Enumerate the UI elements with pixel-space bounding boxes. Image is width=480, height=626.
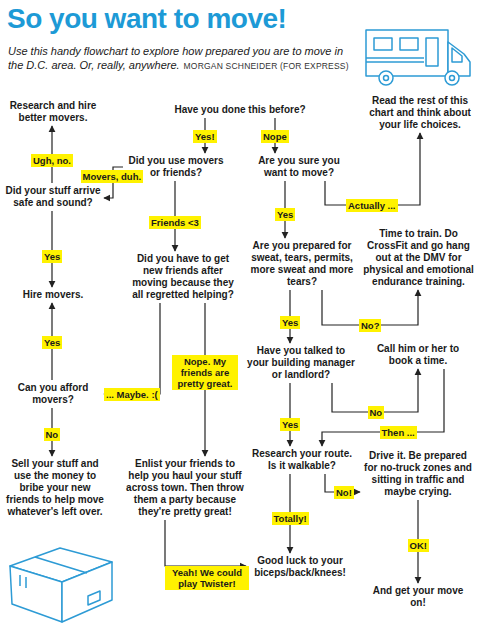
flow-step: Good luck to your biceps/back/knees! (248, 555, 352, 579)
flow-step: Research and hire better movers. (4, 100, 102, 124)
step-text: Did your stuff arrive safe and sound? (4, 185, 102, 209)
step-text: Have you done this before? (170, 104, 310, 116)
rv-stripe (366, 61, 424, 63)
flow-step: Did your stuff arrive safe and sound? (4, 185, 102, 209)
flow-arrow (165, 520, 246, 566)
answer-label: Yeah! We could play Twister! (165, 566, 249, 590)
flow-step: Have you talked to your building manager… (246, 345, 356, 381)
flow-step: Enlist your friends to help you haul you… (126, 458, 244, 518)
box-front (10, 566, 62, 622)
rv-window (400, 38, 418, 50)
step-text: Did you have to get new friends after mo… (126, 253, 240, 301)
step-text: Call him or her to book a time. (364, 343, 472, 367)
answer-label: Actually ... (346, 199, 398, 212)
rv-door (426, 38, 438, 66)
answer-label: OK! (408, 539, 429, 552)
step-text: Enlist your friends to help you haul you… (126, 458, 244, 518)
intro-paragraph: Use this handy flowchart to explore how … (8, 44, 353, 73)
step-text: Research and hire better movers. (4, 100, 102, 124)
answer-label: Yes (275, 208, 295, 221)
flow-step: Hire movers. (4, 289, 102, 301)
chart-title: So you want to move! (7, 3, 286, 35)
box-label (88, 591, 100, 605)
step-text: And get your move on! (368, 585, 468, 609)
answer-label: Nope (261, 130, 289, 143)
rv-stripe (366, 57, 424, 59)
answer-label: No? (359, 319, 381, 332)
byline: MORGAN SCHNEIDER (FOR EXPRESS) (184, 61, 349, 71)
answer-label: ... Maybe. :( (104, 388, 160, 401)
answer-label: No! (334, 486, 354, 499)
step-text: Have you talked to your building manager… (246, 345, 356, 381)
answer-label: No (44, 428, 61, 441)
answer-label: Nope. My friends are pretty great. (172, 355, 238, 390)
flow-step: Sell your stuff and use the money to bri… (4, 458, 106, 518)
rv-hub (384, 76, 389, 81)
flow-step: Are you sure you want to move? (248, 155, 350, 179)
flow-arrow (325, 133, 420, 205)
flow-step: Did you have to get new friends after mo… (126, 253, 240, 301)
step-text: Sell your stuff and use the money to bri… (4, 458, 106, 518)
rv-wheel (379, 71, 393, 85)
answer-label: Friends <3 (149, 216, 201, 229)
flow-step: Can you afford movers? (4, 382, 102, 406)
answer-label: Movers, duh. (81, 170, 144, 183)
step-text: Hire movers. (4, 289, 102, 301)
answer-label: Totally! (272, 512, 309, 525)
step-text: Good luck to your biceps/back/knees! (248, 555, 352, 579)
rv-windshield (452, 48, 462, 62)
step-text: Time to train. Do CrossFit and go hang o… (360, 228, 477, 288)
answer-label: Yes (280, 418, 300, 431)
rv-wheel (445, 71, 459, 85)
step-text: Are you sure you want to move? (248, 155, 350, 179)
box-mark (20, 575, 26, 588)
rv-window (374, 38, 392, 50)
flow-step: Drive it. Be prepared for no-truck zones… (362, 450, 474, 498)
flow-step: Time to train. Do CrossFit and go hang o… (360, 228, 477, 288)
step-text: Drive it. Be prepared for no-truck zones… (362, 450, 474, 498)
flow-step: Research your route. Is it walkable? (248, 448, 356, 472)
answer-label: Yes! (193, 130, 217, 143)
flow-step: Read the rest of this chart and think ab… (364, 95, 476, 131)
flow-step: Have you done this before? (170, 104, 310, 116)
answer-label: Yes (280, 316, 300, 329)
answer-label: Yes (42, 336, 62, 349)
flow-arrow (322, 369, 444, 446)
flow-arrow (289, 383, 290, 446)
answer-label: No (368, 406, 385, 419)
flow-step: Call him or her to book a time. (364, 343, 472, 367)
rv-illustration (366, 30, 470, 85)
box-tape (35, 557, 87, 573)
answer-label: Then ... (380, 426, 417, 439)
answer-label: Yes (42, 250, 62, 263)
step-text: Are you prepared for sweat, tears, permi… (246, 240, 358, 288)
flow-arrow (104, 303, 160, 394)
rv-hub (450, 76, 455, 81)
box-illustration (10, 548, 112, 622)
box-side (62, 562, 112, 622)
step-text: Read the rest of this chart and think ab… (364, 95, 476, 131)
step-text: Can you afford movers? (4, 382, 102, 406)
rv-body (366, 30, 448, 76)
flow-step: And get your move on! (368, 585, 468, 609)
flow-step: Are you prepared for sweat, tears, permi… (246, 240, 358, 288)
step-text: Research your route. Is it walkable? (248, 448, 356, 472)
answer-label: Ugh, no. (31, 154, 73, 167)
